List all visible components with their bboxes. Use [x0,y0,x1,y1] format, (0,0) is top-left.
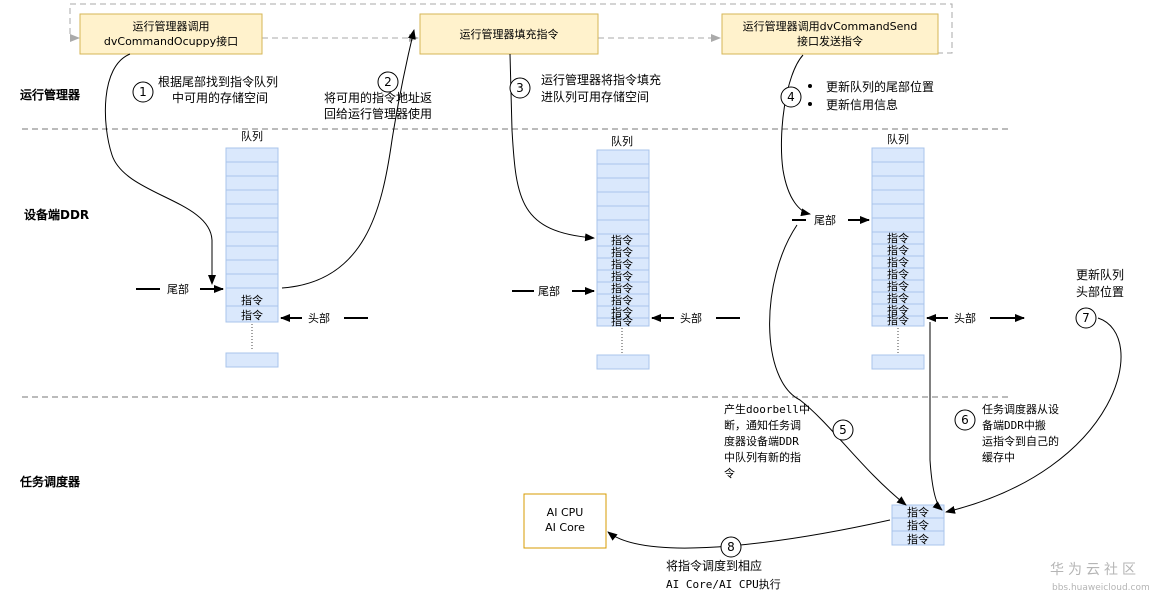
queue-1-head-label: 头部 [308,311,330,325]
queue-2-cmd: 指令 [611,245,633,259]
flow-arrow-1 [104,53,216,285]
queue-2-cmd: 指令 [611,281,633,295]
step-7-text: 头部位置 [1076,284,1124,299]
step-5-text: 度器设备端DDR [724,434,799,448]
box-call-send-line2: 接口发送指令 [797,34,863,48]
step-2-text: 回给运行管理器使用 [324,106,432,121]
step-8-text: 将指令调度到相应 [666,558,762,573]
watermark-brand: 华为云社区 [1050,562,1140,578]
queue-1-cmd: 指令 [241,293,263,307]
queue-2 [596,149,650,370]
queue-1-tail-label: 尾部 [167,282,189,296]
box-fill-cmd-text: 运行管理器填充指令 [460,27,559,41]
box-call-occupy-line2: dvCommandOcuppy接口 [104,35,238,48]
lane-label-task-scheduler: 任务调度器 [19,474,81,489]
queue-3-cmd: 指令 [887,243,909,257]
box-call-occupy-line1: 运行管理器调用 [133,19,210,33]
box-call-send [721,13,939,55]
flow-arrow-2 [281,29,416,289]
step-4-badge [780,86,802,108]
step-4-bullet [808,102,812,106]
box-call-send-line1: 运行管理器调用dvCommandSend [743,19,918,33]
queue-3-cmd: 指令 [887,303,909,317]
step-1-number: 1 [139,85,147,99]
step-5-number: 5 [839,423,847,437]
flow-arrow-5 [769,224,907,506]
queue-2-cmd: 指令 [611,257,633,271]
step-3-text: 运行管理器将指令填充 [541,72,661,87]
queue-3-cmd: 指令 [887,291,909,305]
box-call-occupy [79,13,263,55]
step-8-number: 8 [727,540,735,554]
step-1-badge [132,81,154,103]
step-8-text: AI Core/AI CPU执行 [666,577,781,591]
flow-arrow-6 [929,322,943,511]
lane-label-device-ddr: 设备端DDR [24,207,89,222]
step-7-text: 更新队列 [1076,267,1124,282]
step-1-text: 根据尾部找到指令队列 [158,74,278,89]
queue-1-title: 队列 [241,129,263,143]
step-5-text: 令 [724,466,735,480]
step-7-number: 7 [1082,311,1090,325]
step-2-number: 2 [384,75,392,89]
watermark-url: bbs.huaweicloud.com [1052,583,1150,593]
queue-3-tail-label: 尾部 [814,213,836,227]
box-ai-line2: AI Core [545,521,585,534]
step-4-number: 4 [787,90,795,104]
queue-3 [871,147,925,370]
lane-label-run-manager: 运行管理器 [20,87,81,102]
flow-arrow-8 [607,519,891,549]
queue-3-cmd: 指令 [887,267,909,281]
step-5-badge [832,419,854,441]
queue-1 [225,147,279,368]
scheduler-cache-cmd: 指令 [907,505,929,519]
queue-3-cmd: 指令 [887,255,909,269]
queue-3-title: 队列 [887,132,909,146]
queue-3-head-label: 头部 [954,311,976,325]
queue-2-cmd: 指令 [611,314,633,328]
queue-3-cmd: 指令 [887,279,909,293]
step-6-text: 缓存中 [982,450,1015,464]
box-ai [523,493,607,549]
step-7-badge [1075,307,1097,329]
step-5-text: 断，通知任务调 [724,418,801,432]
step-4-bullet [808,84,812,88]
step-5-text: 产生doorbell中 [724,402,810,416]
queue-1-cmd: 指令 [241,308,263,322]
step-6-text: 任务调度器从设 [982,402,1059,416]
step-2-badge [377,71,399,93]
step-3-badge [509,77,531,99]
queue-2-cmd: 指令 [611,233,633,247]
queue-2-cmd: 指令 [611,269,633,283]
queue-2-cmd: 指令 [611,305,633,319]
box-ai-line1: AI CPU [547,506,584,519]
queue-2-title: 队列 [611,134,633,148]
step-2-text: 将可用的指令地址返 [324,90,432,105]
scheduler-cache-cmd: 指令 [907,532,929,546]
step-6-number: 6 [961,413,969,427]
box-fill-cmd [419,13,599,55]
scheduler-cache [891,504,945,546]
step-1-text: 中可用的存储空间 [172,90,268,105]
step-3-number: 3 [516,81,524,95]
step-3-text: 进队列可用存储空间 [541,89,649,104]
flow-arrow-7 [945,317,1122,514]
step-5-text: 中队列有新的指 [724,450,801,464]
queue-2-cmd: 指令 [611,293,633,307]
scheduler-cache-cmd: 指令 [907,518,929,532]
step-6-text: 备端DDR中搬 [982,418,1046,432]
flow-arrow-4 [780,54,811,217]
step-8-badge [720,536,742,558]
step-6-badge [954,409,976,431]
queue-2-head-label: 头部 [680,311,702,325]
step-6-text: 运指令到自己的 [982,434,1059,448]
queue-3-cmd: 指令 [887,313,909,327]
flow-arrow-3 [509,53,595,242]
queue-3-cmd: 指令 [887,231,909,245]
queue-2-tail-label: 尾部 [538,284,560,298]
step-4-text: 更新信用信息 [826,97,898,112]
step-4-text: 更新队列的尾部位置 [826,79,934,94]
